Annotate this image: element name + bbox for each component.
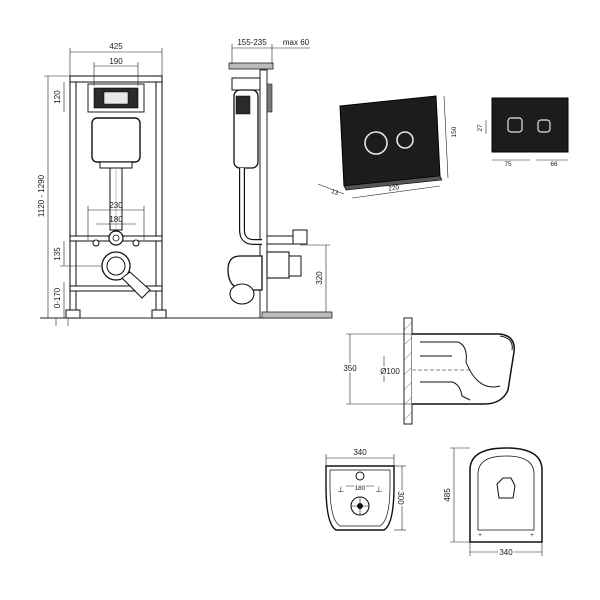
cistern [91, 117, 141, 163]
bolt-hole-right-icon: ⊥ [376, 485, 383, 494]
bowl-top-view: + + 485 340 [442, 447, 543, 559]
wall-bracket [266, 83, 273, 113]
dim-outlet-height: 135 [53, 247, 62, 261]
dim-rear-depth: 300 [396, 491, 405, 505]
dim-side-outlet-height: 320 [315, 271, 324, 285]
bowl-rear-view: ⊥ ⊥ 340 180 300 [325, 448, 407, 531]
dim-bolt-inner: 180 [109, 215, 123, 224]
dim-plate-thickness: 13 [330, 188, 340, 197]
side-drain-cap [288, 255, 302, 277]
bowl-side-section: 350 Ø100 [342, 317, 515, 425]
dim-plate-height-line [443, 95, 449, 179]
flush-valve [103, 91, 129, 105]
water-inlet-core [112, 234, 120, 242]
bowl-inner-rim [420, 341, 501, 388]
flush-plate: 150 220 13 [317, 95, 458, 199]
side-flush-pipe-inner [240, 168, 262, 244]
dim-height-range: 1120 - 1290 [37, 174, 46, 217]
wall-cap [228, 62, 274, 70]
bowl-wall-hatch [403, 321, 413, 421]
side-drain-outlet [266, 251, 290, 279]
flush-button-small-icon [396, 131, 414, 149]
frame-bottom-rail [69, 285, 163, 292]
side-inlet-cap [292, 229, 308, 245]
frame-right-upright [155, 75, 163, 319]
side-flush-pipe-outer [239, 168, 262, 245]
drain-elbow [121, 271, 151, 299]
dim-plate-height: 150 [451, 126, 458, 137]
bowl-top-hinge-left-icon: + [478, 532, 482, 539]
bowl-outline [412, 333, 515, 405]
bolt-right-icon [132, 239, 140, 247]
cistern-base [99, 161, 133, 169]
dim-bowl-height: 350 [343, 364, 357, 373]
frame-top-rail [69, 75, 163, 83]
dim-tank-width: 190 [109, 57, 123, 66]
dim-plate-width-line [351, 185, 441, 199]
dim-rear-bolt-spacing: 180 [355, 485, 366, 492]
flush-plate-edge [343, 175, 443, 191]
dim-top-width: 340 [499, 548, 513, 557]
dim-small-plate-height: 27 [477, 124, 484, 132]
side-flush-housing [231, 77, 261, 91]
dim-top-length: 485 [443, 488, 452, 502]
frame-left-upright [69, 75, 77, 319]
dim-pipe-diameter: Ø100 [380, 367, 400, 376]
dim-button-spacing: 75 [504, 161, 512, 168]
dim-edge-offset: 66 [550, 161, 558, 168]
dim-depth-range: 155-235 [237, 38, 267, 47]
side-inlet-connector [266, 235, 294, 245]
dim-foot-height: 0-170 [53, 287, 62, 308]
bowl-top-seat [477, 455, 535, 531]
dim-frame-width: 425 [109, 42, 123, 51]
flush-button-front-left-icon [507, 117, 523, 133]
dim-max-depth: max 60 [283, 38, 310, 47]
side-floor [261, 311, 333, 319]
bowl-rear-inner [329, 469, 391, 527]
dim-plate-width: 220 [388, 184, 400, 192]
side-flush-valve [235, 95, 251, 115]
side-view: 155-235 max 60 320 [227, 38, 333, 319]
flush-plate-face [339, 95, 441, 187]
dim-bolt-outer: 230 [109, 201, 123, 210]
flush-plate-front-face [491, 97, 569, 153]
flush-plate-front: 27 75 66 [477, 97, 569, 168]
bowl-rear-water-inlet [355, 471, 365, 481]
dim-top-offset: 120 [53, 90, 62, 104]
side-drain-trap [229, 283, 255, 305]
frame-left-foot [65, 309, 81, 319]
front-view: 425 190 120 1120 - 1290 230 180 135 0-17… [37, 42, 330, 326]
flush-button-large-icon [364, 131, 388, 155]
frame-right-foot [151, 309, 167, 319]
bowl-top-flush-hole [496, 477, 516, 499]
dim-rear-width: 340 [353, 448, 367, 457]
drain-outlet-inner [106, 256, 126, 276]
bowl-top-hinge-right-icon: + [530, 532, 534, 539]
bowl-rim-lip [499, 335, 513, 351]
bowl-outlet-channel [420, 381, 471, 401]
dim-plate-thickness-line [317, 183, 345, 195]
flush-button-front-right-icon [537, 119, 551, 133]
bolt-hole-left-icon: ⊥ [338, 485, 345, 494]
bolt-left-icon [92, 239, 100, 247]
